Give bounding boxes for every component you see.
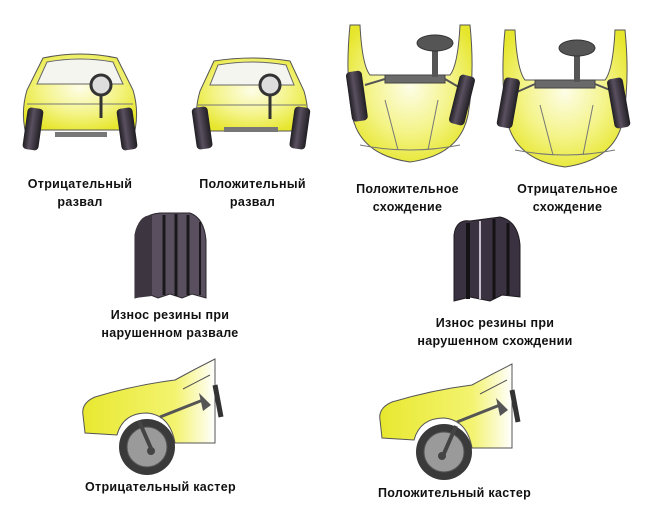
- car-side-view-icon: [379, 363, 521, 480]
- tire-wear-camber-figure: [130, 210, 210, 300]
- toe-positive-figure: [340, 15, 480, 165]
- tire-wear-toe-caption: Износ резины при нарушенном схождении: [417, 316, 573, 348]
- tire-tread-icon: [134, 212, 207, 299]
- car-side-view-icon: [82, 358, 224, 475]
- camber-positive-caption: Положительный развал: [199, 177, 306, 209]
- caster-negative-figure: [75, 355, 235, 475]
- car-front-view-icon: [22, 53, 138, 151]
- camber-positive-figure: [190, 55, 320, 155]
- caster-positive-figure: [372, 360, 532, 480]
- car-front-view-icon: [191, 57, 311, 150]
- caster-negative-caption: Отрицательный кастер: [85, 480, 236, 494]
- toe-negative-figure: [495, 20, 635, 170]
- camber-negative-caption: Отрицательный развал: [27, 177, 133, 209]
- car-top-view-icon: [496, 29, 631, 168]
- tire-wear-camber-caption: Износ резины при нарушенном развале: [101, 308, 239, 340]
- car-top-view-icon: [345, 24, 475, 163]
- tire-tread-icon: [453, 216, 521, 302]
- tire-wear-toe-figure: [450, 215, 525, 305]
- camber-negative-figure: [15, 50, 145, 160]
- toe-positive-caption: Положительное схождение: [356, 182, 459, 214]
- caster-positive-caption: Положительный кастер: [378, 486, 532, 500]
- toe-negative-caption: Отрицательное схождение: [517, 182, 618, 214]
